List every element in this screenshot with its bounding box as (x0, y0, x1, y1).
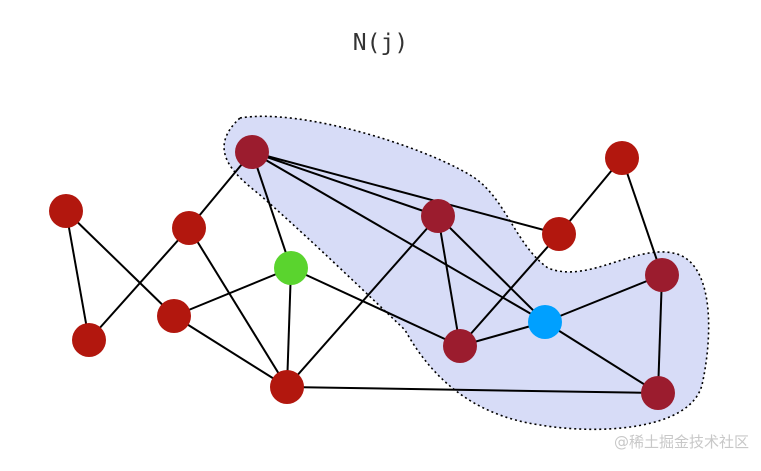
edge-n7-n8 (286, 267, 292, 388)
node-n11-other (542, 217, 576, 251)
edge-n13-n15 (544, 321, 659, 394)
neighborhood-region (223, 115, 710, 431)
edge-n10-n11 (459, 233, 560, 347)
edge-n1-n13 (251, 151, 546, 323)
node-n12-other (605, 141, 639, 175)
node-n5-other (157, 299, 191, 333)
edge-n9-n10 (437, 215, 461, 347)
edge-n14-n15 (657, 274, 663, 394)
edge-n2-n5 (65, 210, 175, 317)
edge-n9-n13 (437, 215, 546, 323)
edge-n5-n7 (173, 267, 292, 317)
edge-n8-n15 (286, 386, 659, 394)
node-n1-neighbor (235, 135, 269, 169)
node-n14-neighbor (645, 258, 679, 292)
node-n7-highlight (274, 251, 308, 285)
edge-n1-n7 (251, 151, 292, 269)
edge-n1-n9 (251, 151, 439, 217)
node-n3-other (172, 211, 206, 245)
edge-n5-n8 (173, 315, 288, 388)
node-n8-other (270, 370, 304, 404)
node-n10-neighbor (443, 329, 477, 363)
edge-n12-n14 (621, 157, 663, 276)
edge-n8-n9 (286, 215, 439, 388)
edge-n3-n4 (88, 227, 190, 341)
diagram-title: N(j) (352, 30, 409, 56)
node-n4-other (72, 323, 106, 357)
nodes-group (49, 135, 679, 410)
node-n15-neighbor (641, 376, 675, 410)
watermark-text: @稀土掘金技术社区 (613, 433, 749, 451)
edge-n7-n10 (290, 267, 461, 347)
node-n2-other (49, 194, 83, 228)
node-n13-focus (528, 305, 562, 339)
edge-n1-n11 (251, 151, 560, 235)
edge-n2-n4 (65, 210, 90, 341)
node-n9-neighbor (421, 199, 455, 233)
edge-n13-n14 (544, 274, 663, 323)
edge-n3-n8 (188, 227, 288, 388)
